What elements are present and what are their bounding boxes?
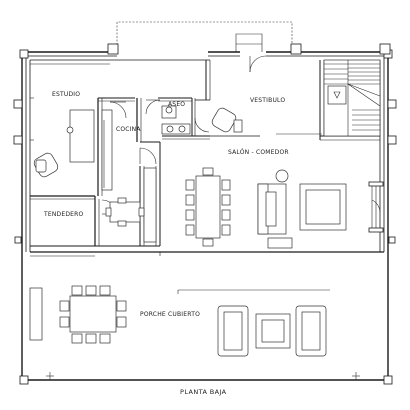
vestibule-furniture xyxy=(211,107,243,133)
entrance-canopy xyxy=(235,33,263,52)
dining-set xyxy=(185,167,231,247)
lamp xyxy=(66,126,74,134)
dining-table xyxy=(195,175,221,239)
porch-columns xyxy=(13,99,397,380)
porch-area xyxy=(29,285,330,357)
plan-title: PLANTA BAJA xyxy=(180,388,227,396)
bathroom-fixtures xyxy=(161,105,191,135)
wall-columns xyxy=(19,43,393,385)
staircase xyxy=(323,59,381,137)
desk xyxy=(69,109,95,163)
roof-projection xyxy=(116,21,293,52)
kitchen-table xyxy=(109,201,141,223)
sink-counter xyxy=(161,123,191,135)
room-label-vestibulo: VESTIBULO xyxy=(250,97,285,104)
living-set xyxy=(257,169,347,249)
kitchen-furniture xyxy=(101,109,157,243)
study-furniture xyxy=(30,97,95,178)
room-label-porche: PORCHE CUBIERTO xyxy=(140,311,200,318)
room-label-tendedero: TENDEDERO xyxy=(43,211,84,218)
room-label-salon-comedor: SALÓN - COMEDOR xyxy=(228,149,289,156)
side-table xyxy=(275,169,289,183)
porch-dining-table xyxy=(69,295,117,333)
room-label-estudio: ESTUDIO xyxy=(52,91,80,98)
porch-bench xyxy=(29,287,43,341)
coffee-table xyxy=(267,237,293,249)
room-label-cocina: COCINA xyxy=(116,126,141,133)
room-label-aseo: ASEO xyxy=(168,101,185,108)
